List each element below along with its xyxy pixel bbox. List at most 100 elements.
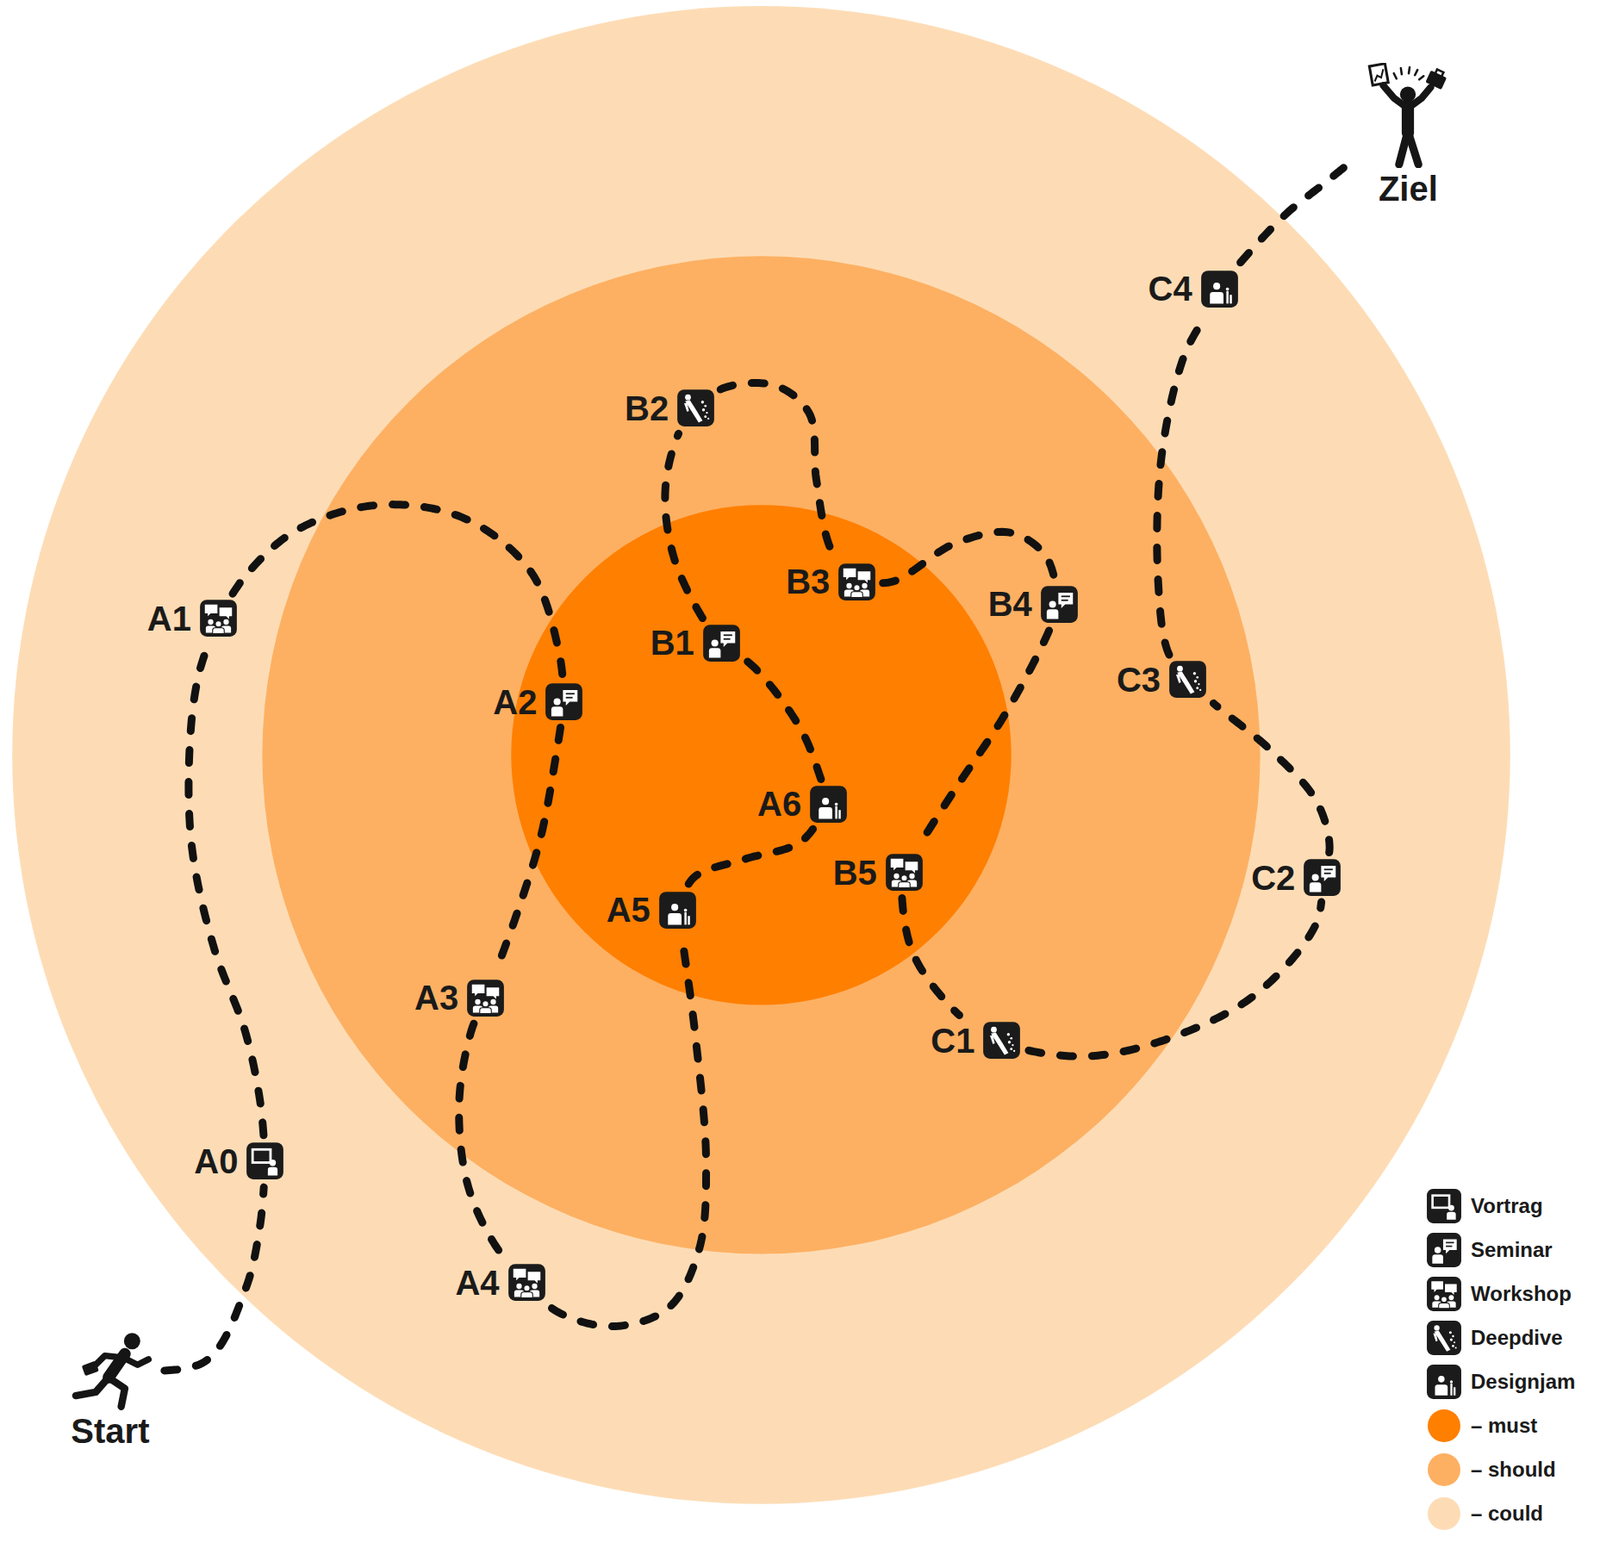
legend-swatch [1425, 1363, 1463, 1401]
legend-icon [1426, 1232, 1462, 1268]
legend-text: Vortrag [1470, 1195, 1544, 1218]
dashed-route [746, 660, 822, 780]
session-icon [884, 852, 924, 892]
station-label: B4 [988, 586, 1033, 622]
session-icon [1168, 659, 1208, 699]
legend-text: – must [1470, 1414, 1538, 1438]
session-icon [466, 978, 505, 1018]
station-label: A4 [454, 1265, 499, 1301]
station-label: C4 [1148, 271, 1193, 306]
vortrag-glyph [247, 1142, 285, 1180]
station-node: C3 [1116, 659, 1208, 699]
should-ring [261, 255, 1260, 1254]
dashed-route [665, 433, 704, 618]
designjam-glyph [809, 785, 847, 823]
ziel-figure-shape [1369, 63, 1450, 165]
legend-swatch [1425, 1232, 1463, 1269]
session-icon [544, 682, 584, 722]
could-ring [12, 6, 1511, 1505]
deepdive-glyph [677, 389, 715, 427]
dashed-route [1213, 703, 1330, 853]
dashed-route [1157, 315, 1206, 655]
station-label: A1 [147, 601, 192, 636]
session-icon [1039, 585, 1079, 624]
dashed-route [1028, 902, 1322, 1057]
legend-item: Workshop [1425, 1276, 1572, 1313]
station-label: C3 [1116, 662, 1161, 698]
station-label: A2 [492, 684, 537, 720]
legend-icon [1426, 1189, 1462, 1224]
legend-icon [1426, 1364, 1462, 1400]
dashed-route [459, 1023, 505, 1258]
dashed-route [495, 727, 561, 972]
station-node: A5 [606, 890, 698, 930]
figure-node: Ziel [1360, 62, 1456, 206]
start-figure-shape [75, 1332, 149, 1408]
figure-node: Start [62, 1328, 158, 1449]
station-node: C2 [1251, 858, 1342, 897]
figure-label: Ziel [1378, 171, 1439, 206]
station-label: B5 [833, 855, 878, 891]
session-icon [199, 598, 238, 638]
legend-item: Vortrag [1425, 1188, 1544, 1225]
legend-item: – could [1425, 1495, 1544, 1532]
dashed-route [232, 504, 563, 676]
start-figure [62, 1328, 158, 1411]
legend-item: – should [1425, 1451, 1557, 1488]
session-icon [658, 890, 698, 930]
station-label: A3 [414, 980, 459, 1015]
legend-color-dot [1427, 1453, 1461, 1487]
legend-swatch [1425, 1495, 1463, 1532]
station-label: C1 [930, 1023, 975, 1059]
legend-swatch [1425, 1451, 1463, 1488]
figure-label: Start [70, 1413, 150, 1449]
legend-item: Deepdive [1425, 1319, 1563, 1357]
station-label: B3 [785, 564, 830, 599]
must-ring [510, 504, 1011, 1005]
dashed-route [1240, 158, 1356, 263]
dashed-route [551, 935, 706, 1327]
dashed-route [164, 1187, 264, 1371]
legend-icon [1426, 1320, 1462, 1356]
designjam-glyph [1201, 270, 1239, 308]
deepdive-glyph [1169, 660, 1207, 698]
legend-icon [1426, 1276, 1462, 1312]
session-icon [809, 784, 848, 824]
station-node: A1 [147, 598, 238, 638]
workshop-glyph [838, 563, 876, 601]
seminar-glyph [546, 683, 584, 721]
station-node: A0 [193, 1141, 285, 1181]
station-node: A4 [454, 1263, 546, 1302]
station-label: B2 [624, 391, 669, 426]
seminar-glyph [1040, 585, 1078, 623]
session-icon [1200, 269, 1239, 309]
session-icon [507, 1263, 547, 1302]
station-node: C4 [1148, 269, 1239, 309]
station-node: C1 [930, 1021, 1022, 1060]
legend-swatch [1425, 1407, 1463, 1445]
legend-text: – should [1470, 1458, 1557, 1482]
session-icon [1302, 858, 1342, 897]
legend-color-dot [1427, 1497, 1461, 1531]
station-label: C2 [1251, 860, 1295, 896]
session-icon [837, 562, 877, 602]
legend-text: Deepdive [1470, 1326, 1563, 1350]
workshop-glyph [508, 1263, 546, 1302]
legend-swatch [1425, 1188, 1463, 1225]
legend-swatch [1425, 1276, 1463, 1313]
station-label: B1 [650, 625, 695, 660]
station-node: B1 [650, 623, 741, 663]
station-node: B5 [833, 852, 924, 892]
station-node: A2 [492, 682, 584, 722]
workshop-glyph [466, 979, 505, 1017]
session-icon [245, 1141, 285, 1181]
designjam-glyph [659, 891, 697, 929]
dashed-route [688, 828, 813, 885]
station-node: A6 [757, 784, 848, 824]
station-label: A0 [193, 1144, 238, 1179]
dashed-route [918, 630, 1050, 847]
workshop-glyph [885, 853, 923, 891]
